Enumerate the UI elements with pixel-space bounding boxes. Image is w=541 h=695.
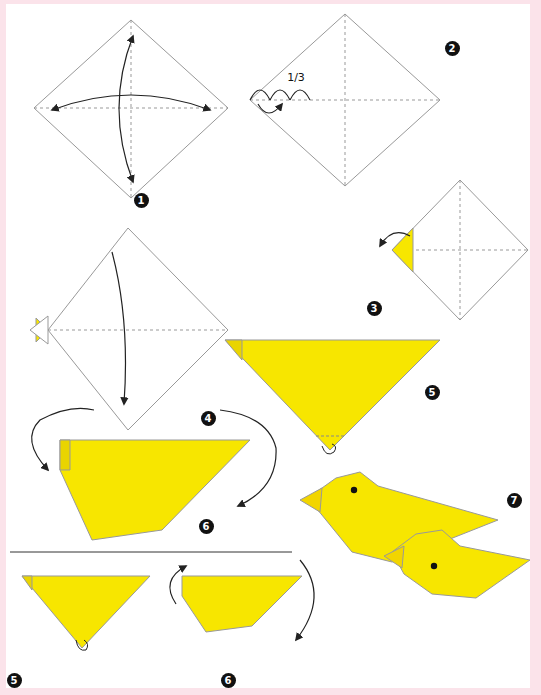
separator-line — [10, 552, 292, 553]
step-3 — [380, 180, 528, 320]
callout-number: 3 — [367, 301, 382, 316]
callout-number: 4 — [201, 411, 216, 426]
step-5 — [225, 340, 440, 454]
step-6-small — [170, 560, 314, 640]
step-4 — [30, 228, 228, 430]
step-6 — [32, 408, 276, 540]
callout-number: 1 — [134, 193, 149, 208]
step-2 — [250, 14, 440, 186]
callout-number: 6 — [199, 519, 214, 534]
callout-number: 5 — [7, 673, 22, 688]
callout-number: 2 — [445, 41, 460, 56]
step-7-chicks — [300, 472, 530, 598]
callout-number: 6 — [221, 673, 236, 688]
step-1 — [34, 20, 228, 198]
step-5-small — [22, 576, 150, 650]
fraction-label: 1/3 — [286, 72, 306, 84]
callout-number: 7 — [507, 493, 522, 508]
paper-ground — [6, 4, 530, 688]
callout-number: 5 — [425, 385, 440, 400]
